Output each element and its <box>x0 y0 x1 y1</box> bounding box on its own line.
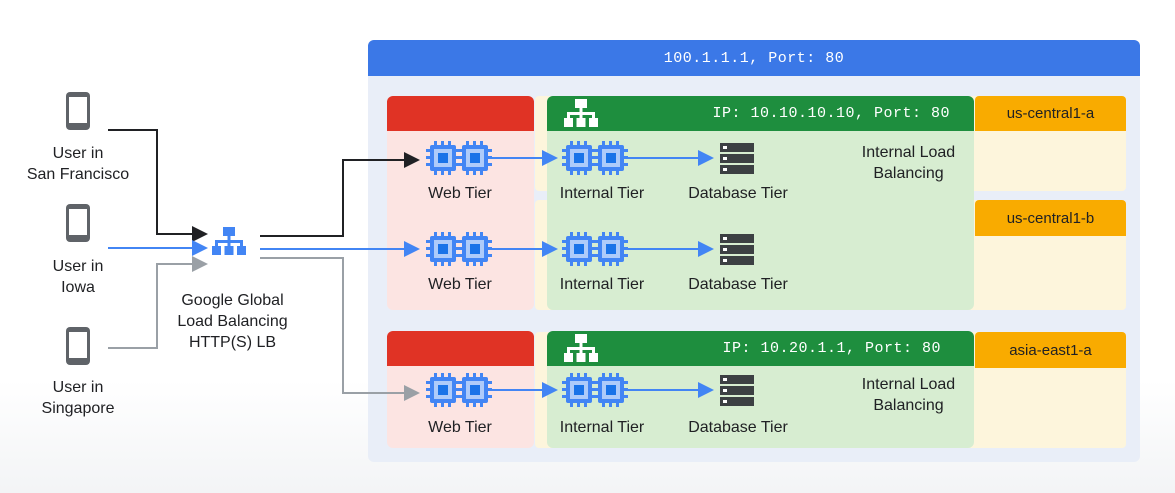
database-tier-label: Database Tier <box>688 185 788 202</box>
vm-chip-icon <box>562 373 628 407</box>
internal-lb-label-asia: Internal Load Balancing <box>861 376 956 414</box>
internal-lb-ip-us: IP: 10.10.10.10, Port: 80 <box>712 105 950 122</box>
global-load-balancer-icon <box>212 227 246 255</box>
region-ip-label: 100.1.1.1, Port: 80 <box>663 49 845 67</box>
vm-chip-icon <box>426 373 492 407</box>
internal-lb-ip-asia: IP: 10.20.1.1, Port: 80 <box>722 340 941 357</box>
web-tier-group-us <box>387 96 534 310</box>
zone-label-us-central1-b: us-central1-b <box>975 200 1126 236</box>
phone-icon <box>66 327 90 365</box>
vm-chip-icon <box>426 141 492 175</box>
internal-tier-label: Internal Tier <box>559 419 645 436</box>
vm-chip-icon <box>426 232 492 266</box>
zone-label-asia-east1-a: asia-east1-a <box>975 332 1126 368</box>
internal-lb-label-us: Internal Load Balancing <box>861 144 956 182</box>
database-icon <box>720 375 754 406</box>
internal-tier-label: Internal Tier <box>559 185 645 202</box>
region-header: 100.1.1.1, Port: 80 <box>368 40 1140 76</box>
arrow-san-francisco <box>108 129 208 242</box>
web-tier-header-asia <box>387 331 534 366</box>
internal-lb-header-us: IP: 10.10.10.10, Port: 80 <box>547 96 974 131</box>
database-icon <box>720 234 754 265</box>
web-tier-header-us <box>387 96 534 131</box>
zone-label-us-central1-a: us-central1-a <box>975 96 1126 131</box>
phone-icon <box>66 204 90 242</box>
web-tier-label: Web Tier <box>428 276 492 293</box>
vm-chip-icon <box>562 141 628 175</box>
phone-icon <box>66 92 90 130</box>
web-tier-label: Web Tier <box>428 185 492 202</box>
database-tier-label: Database Tier <box>688 419 788 436</box>
global-lb-label: Google Global Load Balancing HTTP(S) LB <box>177 292 288 351</box>
web-tier-label: Web Tier <box>428 419 492 436</box>
internal-load-balancer-icon <box>564 334 598 362</box>
internal-lb-group-us <box>547 96 974 310</box>
internal-lb-header-asia: IP: 10.20.1.1, Port: 80 <box>547 331 974 366</box>
arrow-singapore <box>108 256 208 349</box>
arrow-to-asia-east1-a <box>260 257 420 401</box>
internal-load-balancer-icon <box>564 99 598 127</box>
database-icon <box>720 143 754 174</box>
internal-tier-label: Internal Tier <box>559 276 645 293</box>
vm-chip-icon <box>562 232 628 266</box>
database-tier-label: Database Tier <box>688 276 788 293</box>
arrow-to-us-central1-a <box>260 152 420 237</box>
